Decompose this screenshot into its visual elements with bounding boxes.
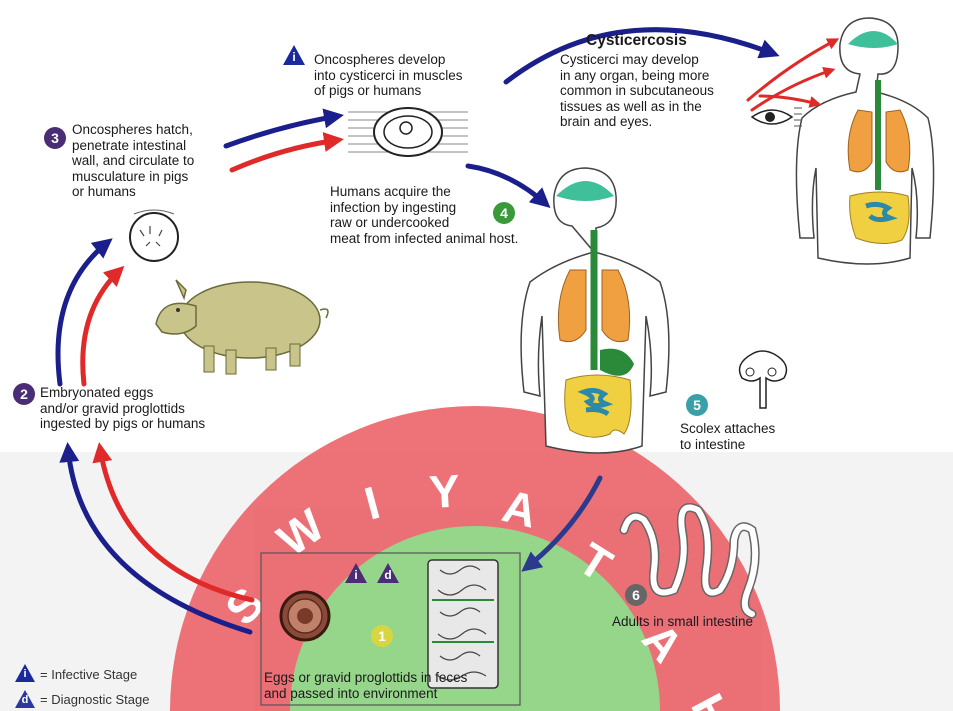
stage-2-line-1: Embryonated eggs <box>40 385 205 401</box>
cysticercosis-description: Cysticerci may develop in any organ, bei… <box>560 52 714 130</box>
stage-1-line-2: and passed into environment <box>264 686 467 702</box>
cyst-line-1: Oncospheres develop <box>314 52 463 68</box>
cyst-line-3: of pigs or humans <box>314 83 463 99</box>
stage-4-badge: 4 <box>493 202 515 224</box>
stage-2-badge: 2 <box>13 383 35 405</box>
stage-5-description: Scolex attaches to intestine <box>680 421 775 452</box>
triangle-symbol: i <box>14 668 36 680</box>
stage-1-description: Eggs or gravid proglottids in feces and … <box>264 670 467 701</box>
cysticercosis-title: Cysticercosis <box>586 33 687 49</box>
cysticercosis-line-1: Cysticerci may develop <box>560 52 714 68</box>
pig-icon <box>156 280 328 374</box>
legend-infective-triangle: i <box>14 663 36 683</box>
cysticercosis-line-2: in any organ, being more <box>560 68 714 84</box>
stage-1-infective-triangle: i <box>344 562 368 584</box>
svg-text:Y: Y <box>428 464 461 518</box>
legend-infective-label: = Infective Stage <box>40 667 137 682</box>
stage-4-line-4: meat from infected animal host. <box>330 231 518 247</box>
stage-6-badge: 6 <box>625 584 647 606</box>
legend-diagnostic-triangle: d <box>14 689 36 709</box>
stage-4-description: Humans acquire the infection by ingestin… <box>330 184 518 246</box>
cysticercosis-line-5: brain and eyes. <box>560 114 714 130</box>
human-body-icon <box>521 168 669 453</box>
scolex-icon <box>740 351 787 408</box>
stage-6-description: Adults in small intestine <box>612 614 753 630</box>
proglottid-icon <box>428 560 498 688</box>
eye-icon <box>752 108 802 126</box>
stage-4-line-3: raw or undercooked <box>330 215 518 231</box>
stage-2-description: Embryonated eggs and/or gravid proglotti… <box>40 385 205 432</box>
stage-2-line-3: ingested by pigs or humans <box>40 416 205 432</box>
infective-stage-triangle: i <box>282 44 306 66</box>
egg-icon <box>281 592 329 640</box>
cyst-description: Oncospheres develop into cysticerci in m… <box>314 52 463 99</box>
stage-5-line-1: Scolex attaches <box>680 421 775 437</box>
red-arrow-3-to-cyst <box>232 140 338 170</box>
stage-3-line-5: or humans <box>72 184 194 200</box>
stage-1-diagnostic-triangle: d <box>376 562 400 584</box>
cyst-line-2: into cysticerci in muscles <box>314 68 463 84</box>
stage-5-badge: 5 <box>686 394 708 416</box>
stage-4-line-2: infection by ingesting <box>330 200 518 216</box>
stage-3-line-2: penetrate intestinal <box>72 138 194 154</box>
triangle-symbol: i <box>282 50 306 64</box>
stage-4-line-1: Humans acquire the <box>330 184 518 200</box>
stage-3-badge: 3 <box>44 127 66 149</box>
cyst-icon <box>348 108 468 156</box>
human-body-icon-2 <box>796 18 933 264</box>
triangle-symbol: d <box>376 568 400 582</box>
legend-diagnostic-label: = Diagnostic Stage <box>40 692 149 707</box>
stage-3-line-3: wall, and circulate to <box>72 153 194 169</box>
triangle-symbol: i <box>344 568 368 582</box>
cysticercosis-line-4: tissues as well as in the <box>560 99 714 115</box>
stage-2-line-2: and/or gravid proglottids <box>40 401 205 417</box>
stage-1-badge: 1 <box>371 625 393 647</box>
cysticercosis-line-3: common in subcutaneous <box>560 83 714 99</box>
stage-3-description: Oncospheres hatch, penetrate intestinal … <box>72 122 194 200</box>
oncosphere-icon <box>130 210 178 261</box>
stage-5-line-2: to intestine <box>680 437 775 453</box>
red-arrow-2-to-3 <box>83 270 120 384</box>
stage-1-line-1: Eggs or gravid proglottids in feces <box>264 670 467 686</box>
stage-3-line-1: Oncospheres hatch, <box>72 122 194 138</box>
stage-3-line-4: musculature in pigs <box>72 169 194 185</box>
triangle-symbol: d <box>14 694 36 706</box>
